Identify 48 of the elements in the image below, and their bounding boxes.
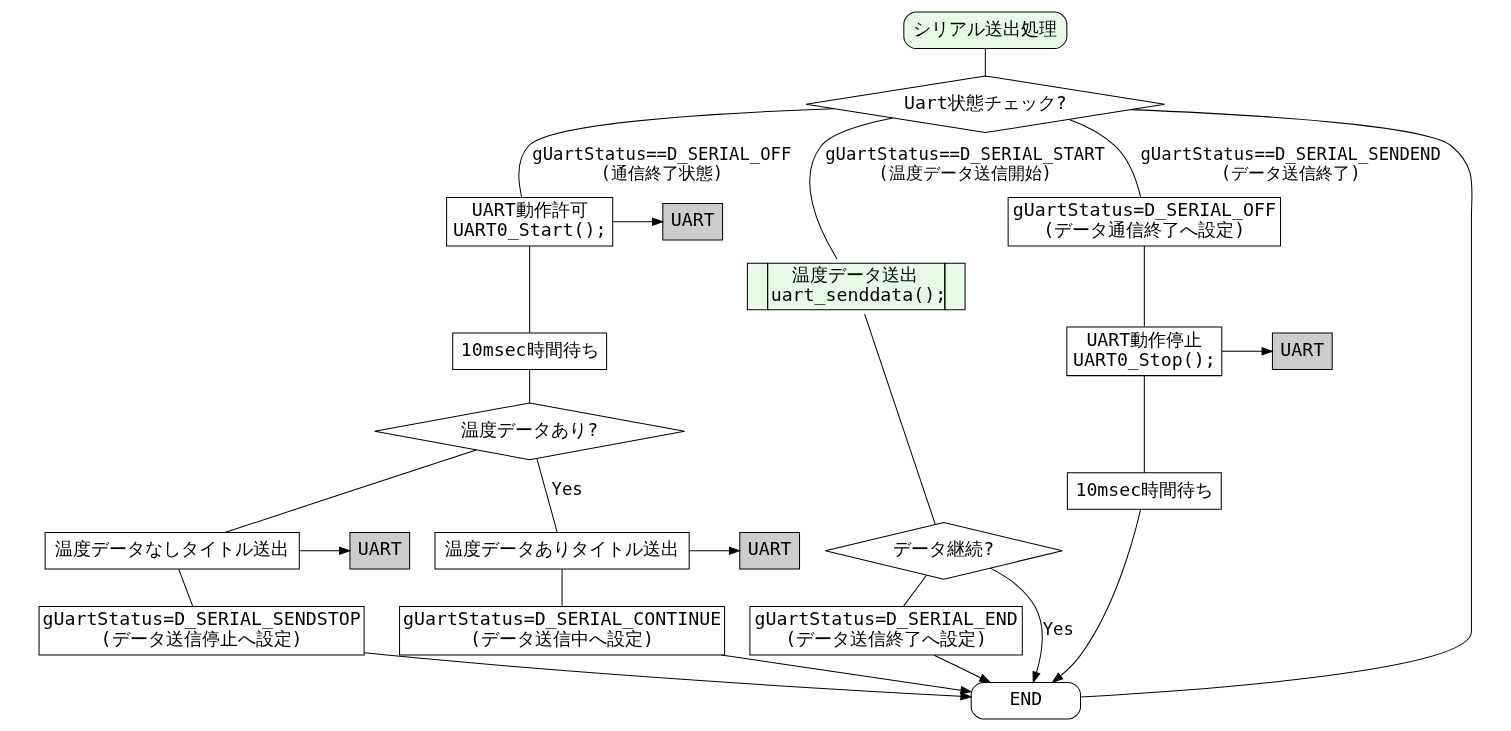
edge-label: gUartStatus==D_SERIAL_START (温度データ送信開始): [824, 143, 1105, 183]
node-diamond: 温度データあり?: [373, 402, 685, 461]
connector: [528, 369, 530, 404]
arrow: [933, 654, 991, 683]
edge-label: gUartStatus==D_SERIAL_OFF (通信終了状態): [531, 143, 791, 183]
connector: [984, 48, 986, 77]
connector: [863, 313, 936, 525]
node-box: gUartStatus=D_SERIAL_OFF (データ通信終了へ設定): [1007, 196, 1281, 247]
arrow: [688, 546, 741, 556]
connector: [528, 245, 530, 334]
connector: [1079, 109, 1473, 698]
node-box: gUartStatus=D_SERIAL_CONTINUE (データ送信中へ設定): [398, 606, 725, 656]
node-box: UART動作停止 UART0_Stop();: [1065, 326, 1222, 377]
edge-label: Yes: [1042, 618, 1074, 639]
arrow: [611, 217, 664, 226]
connector: [561, 568, 563, 607]
node-diamond: Uart状態チェック?: [805, 75, 1165, 134]
node-box: 10msec時間待ち: [451, 332, 607, 371]
node-box: UART動作許可 UART0_Start();: [445, 196, 613, 247]
node-box: シリアル送出処理: [902, 11, 1067, 50]
connector: [902, 574, 927, 607]
connector: [1143, 375, 1145, 474]
connector: [177, 568, 193, 607]
connector: [1068, 118, 1141, 198]
edge-label: Yes: [551, 479, 583, 500]
arrow: [1050, 509, 1141, 684]
node-diamond: データ継続?: [824, 521, 1063, 580]
connector: [535, 457, 558, 534]
connector: [808, 117, 893, 260]
arrow: [363, 652, 973, 701]
connector: [223, 449, 477, 534]
arrow: [1221, 347, 1274, 356]
node-box: gUartStatus=D_SERIAL_END (データ送信終了へ設定): [748, 606, 1023, 656]
node-box: END: [970, 681, 1081, 720]
arrow: [720, 654, 973, 695]
node-box: UART: [1271, 332, 1333, 371]
node-box: UART: [738, 532, 800, 570]
arrow: [989, 567, 1043, 684]
node-box: UART: [348, 532, 410, 570]
node-box: gUartStatus=D_SERIAL_SENDSTOP (データ送信停止へ設定): [38, 606, 365, 656]
node-box: UART: [661, 202, 723, 241]
edge-label: gUartStatus==D_SERIAL_SENDEND (データ送信終了): [1139, 143, 1441, 183]
connector: [1143, 245, 1145, 328]
connector: [517, 108, 835, 198]
arrow: [298, 546, 351, 556]
node-box: 温度データなしタイトル送出: [44, 532, 300, 570]
node-box: 10msec時間待ち: [1066, 472, 1222, 510]
node-box: 温度データありタイトル送出: [433, 532, 690, 570]
